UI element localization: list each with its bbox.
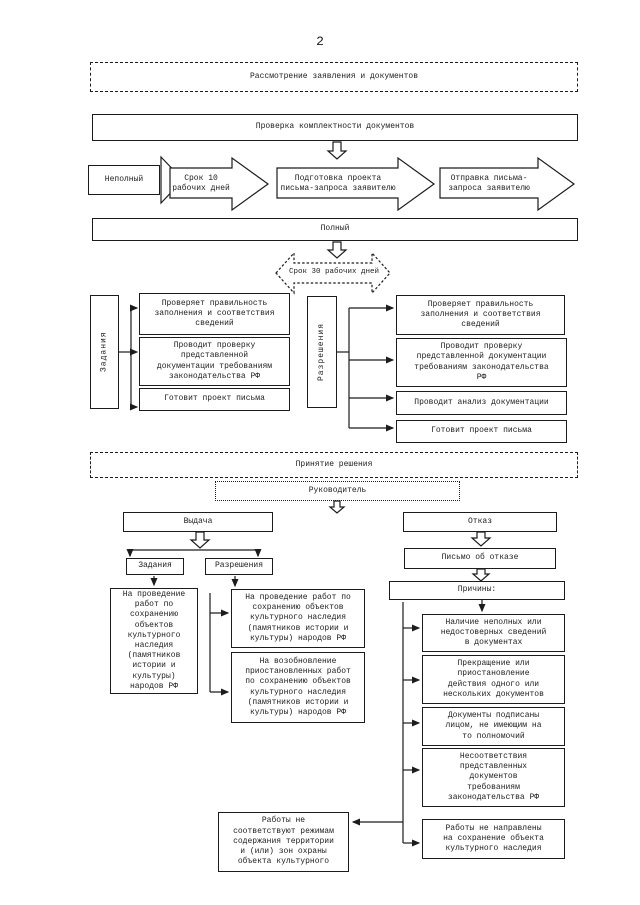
razreshenia-doc-2: На возобновление приостановленных работ … xyxy=(231,652,365,723)
issue-box: Выдача xyxy=(123,512,273,532)
task-right-1: Проверяет правильность заполнения и соот… xyxy=(396,295,565,335)
step-prepare-letter-label: Подготовка проекта письма-запроса заявит… xyxy=(280,173,396,193)
step-term10-label: Срок 10 рабочих дней xyxy=(172,173,230,193)
task-left-2: Проводит проверку представленной докумен… xyxy=(139,337,290,386)
reasons-title-box: Причины: xyxy=(389,581,565,600)
razreshenia-doc-1: На проведение работ по сохранению объект… xyxy=(231,589,365,648)
reason-1: Наличие неполных или недостоверных сведе… xyxy=(422,614,565,652)
step-send-letter-label: Отправка письма- запроса заявителю xyxy=(448,173,530,193)
down-arrow-icon xyxy=(471,568,491,582)
issue-razreshenia-box: Разрешения xyxy=(205,558,273,575)
issue-zadania-box: Задания xyxy=(126,558,184,575)
reason-2: Прекращение или приостановление действия… xyxy=(422,655,565,704)
manager-box: Руководитель xyxy=(215,481,460,501)
task-right-3: Проводит анализ документации xyxy=(396,391,567,415)
reason-3: Документы подписаны лицом, не имеющим на… xyxy=(422,707,565,746)
reason-5: Работы не направлены на сохранение объек… xyxy=(422,819,565,859)
zadania-doc-box: На проведение работ по сохранению объект… xyxy=(110,588,198,694)
incomplete-label-box: Неполный xyxy=(88,165,160,195)
tasks-right-title-box: Разрешения xyxy=(307,296,337,408)
term30-label: Срок 30 рабочих дней xyxy=(288,268,379,277)
refusal-box: Отказ xyxy=(403,512,557,532)
page-number: 2 xyxy=(316,34,324,49)
reason-4: Несоответствия представленных документов… xyxy=(422,748,565,807)
down-arrow-icon xyxy=(326,241,348,259)
refusal-letter-box: Письмо об отказе xyxy=(404,548,556,569)
down-arrow-icon xyxy=(189,531,211,549)
stage-review-header: Рассмотрение заявления и документов xyxy=(90,62,578,92)
check-completeness-box: Проверка комплектности документов xyxy=(92,114,578,141)
mismatch-box: Работы не соответствуют режимам содержан… xyxy=(218,812,349,872)
down-arrow-icon xyxy=(470,531,492,547)
tasks-left-title-box: Задания xyxy=(90,295,119,409)
down-arrow-icon xyxy=(328,500,346,514)
complete-label-box: Полный xyxy=(92,218,578,241)
task-right-4: Готовит проект письма xyxy=(396,420,567,443)
down-arrow-icon xyxy=(326,141,348,160)
connector-circle-icon xyxy=(204,581,216,593)
task-right-2: Проводит проверку представленной докумен… xyxy=(396,338,567,387)
task-left-3: Готовит проект письма xyxy=(139,388,290,411)
stage-decision-header: Принятие решения xyxy=(90,452,578,478)
task-left-1: Проверяет правильность заполнения и соот… xyxy=(139,293,290,335)
